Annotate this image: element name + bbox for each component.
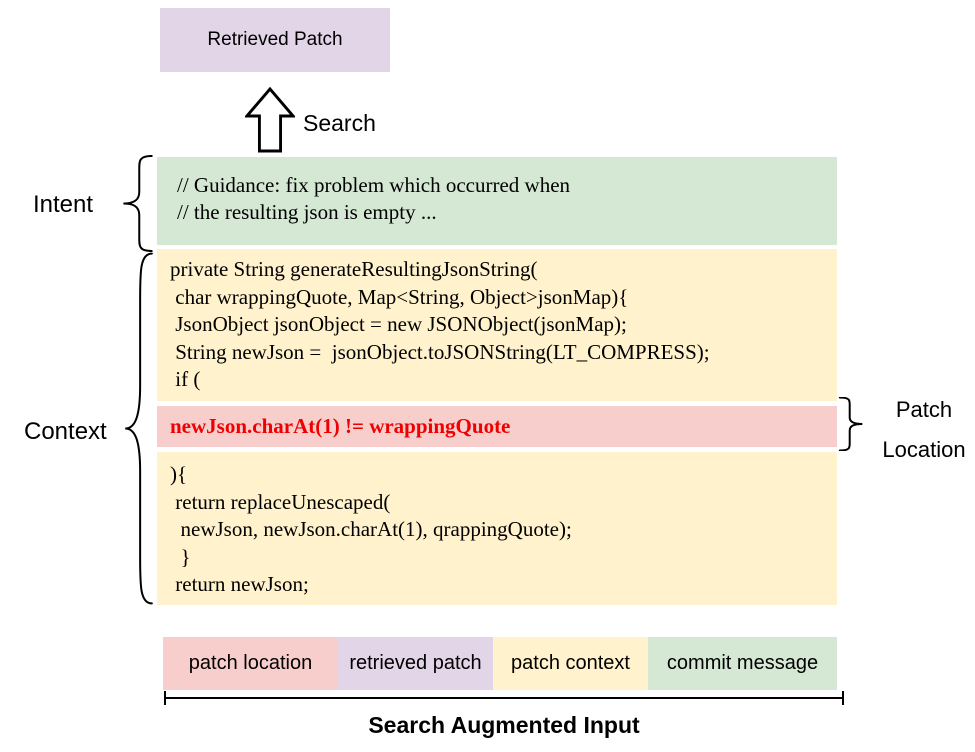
text-line: JsonObject jsonObject = new JSONObject(j… xyxy=(170,312,627,336)
measure-tick-left xyxy=(164,691,166,705)
measure-tick-right xyxy=(842,691,844,705)
text-line: return replaceUnescaped( xyxy=(170,489,391,514)
patch-location-label-line1: Patch xyxy=(895,397,953,422)
context-brace-icon xyxy=(122,250,154,607)
patch-location-brace-icon xyxy=(838,397,865,451)
legend-item-commit-message: commit message xyxy=(648,637,837,690)
legend-item-patch-location: patch location xyxy=(163,637,338,690)
code-after-lines: ){ return replaceUnescaped( newJson, new… xyxy=(170,461,837,599)
text-line: return newJson; xyxy=(170,572,309,596)
retrieved-patch-box: Retrieved Patch xyxy=(160,8,390,72)
legend-item-retrieved-patch: retrieved patch xyxy=(338,637,493,690)
legend-label: patch context xyxy=(511,652,630,674)
text-line: newJson, newJson.charAt(1), qrappingQuot… xyxy=(170,517,572,541)
retrieved-patch-label: Retrieved Patch xyxy=(207,29,343,50)
legend-label: commit message xyxy=(666,652,819,674)
code-before-block: private String generateResultingJsonStri… xyxy=(157,249,837,401)
intent-label: Intent xyxy=(33,191,94,218)
patch-location-label: Patch Location xyxy=(874,390,974,470)
measure-line xyxy=(165,697,843,699)
patch-context-area: private String generateResultingJsonStri… xyxy=(157,249,837,605)
code-before-lines: private String generateResultingJsonStri… xyxy=(170,256,837,394)
text-line: // the resulting json is empty ... xyxy=(177,200,437,224)
text-line: } xyxy=(170,544,191,569)
divider xyxy=(157,447,837,452)
intent-brace-icon xyxy=(120,155,154,252)
context-label: Context xyxy=(24,418,107,445)
search-label: Search xyxy=(303,110,376,136)
patch-location-code: newJson.charAt(1) != wrappingQuote xyxy=(170,414,511,438)
legend-item-patch-context: patch context xyxy=(493,637,648,690)
divider xyxy=(157,401,837,406)
code-after-block: ){ return replaceUnescaped( newJson, new… xyxy=(157,452,837,605)
text-line: // Guidance: fix problem which occurred … xyxy=(177,173,571,197)
intent-comment-lines: // Guidance: fix problem which occurred … xyxy=(177,172,837,226)
legend-label: patch location xyxy=(188,652,313,674)
text-line: ){ xyxy=(170,462,188,486)
commit-message-block: // Guidance: fix problem which occurred … xyxy=(157,157,837,245)
up-arrow-icon xyxy=(245,87,295,153)
text-line: String newJson = jsonObject.toJSONString… xyxy=(170,339,710,364)
figure-title: Search Augmented Input xyxy=(368,712,640,738)
text-line: char wrappingQuote, Map<String, Object>j… xyxy=(170,284,629,309)
text-line: if ( xyxy=(170,367,201,391)
legend-label: retrieved patch xyxy=(349,652,482,674)
patch-location-label-line2: Location xyxy=(882,437,966,462)
patch-location-band: newJson.charAt(1) != wrappingQuote xyxy=(157,406,837,447)
text-line: private String generateResultingJsonStri… xyxy=(170,257,538,281)
